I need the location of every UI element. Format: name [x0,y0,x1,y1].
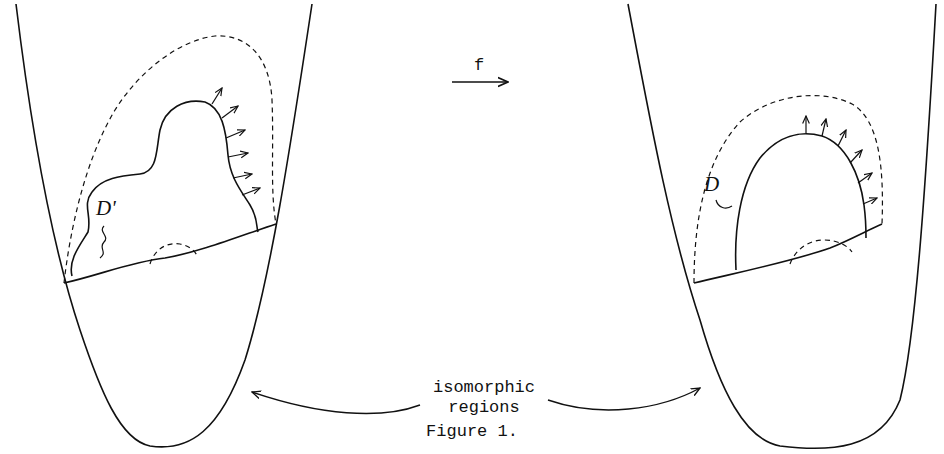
d-prime-leader [100,226,106,258]
left-flow-arrows [212,88,260,195]
right-dashed-outer [694,96,882,283]
region-label: D' [96,196,116,221]
left-dashed-inner [150,244,197,264]
region-label: D [704,172,719,197]
left-cusp-outline [16,4,312,447]
note-label: isomorphic regions [424,378,544,419]
right-region-d [736,134,866,270]
right-pointer-arrow [548,388,700,410]
left-pointer-arrow [252,392,420,414]
left-region-d-prime [71,101,258,276]
map-label: f [474,56,484,76]
figure-caption: Figure 1. [426,422,518,442]
right-cusp-outline [628,4,936,448]
map-arrow [452,81,508,83]
left-dashed-outer [64,36,276,283]
right-dashed-inner [790,240,852,264]
right-flow-arrows [806,116,877,204]
left-boundary-curve [64,224,276,283]
d-leader [716,200,732,208]
right-boundary-curve [694,224,882,283]
